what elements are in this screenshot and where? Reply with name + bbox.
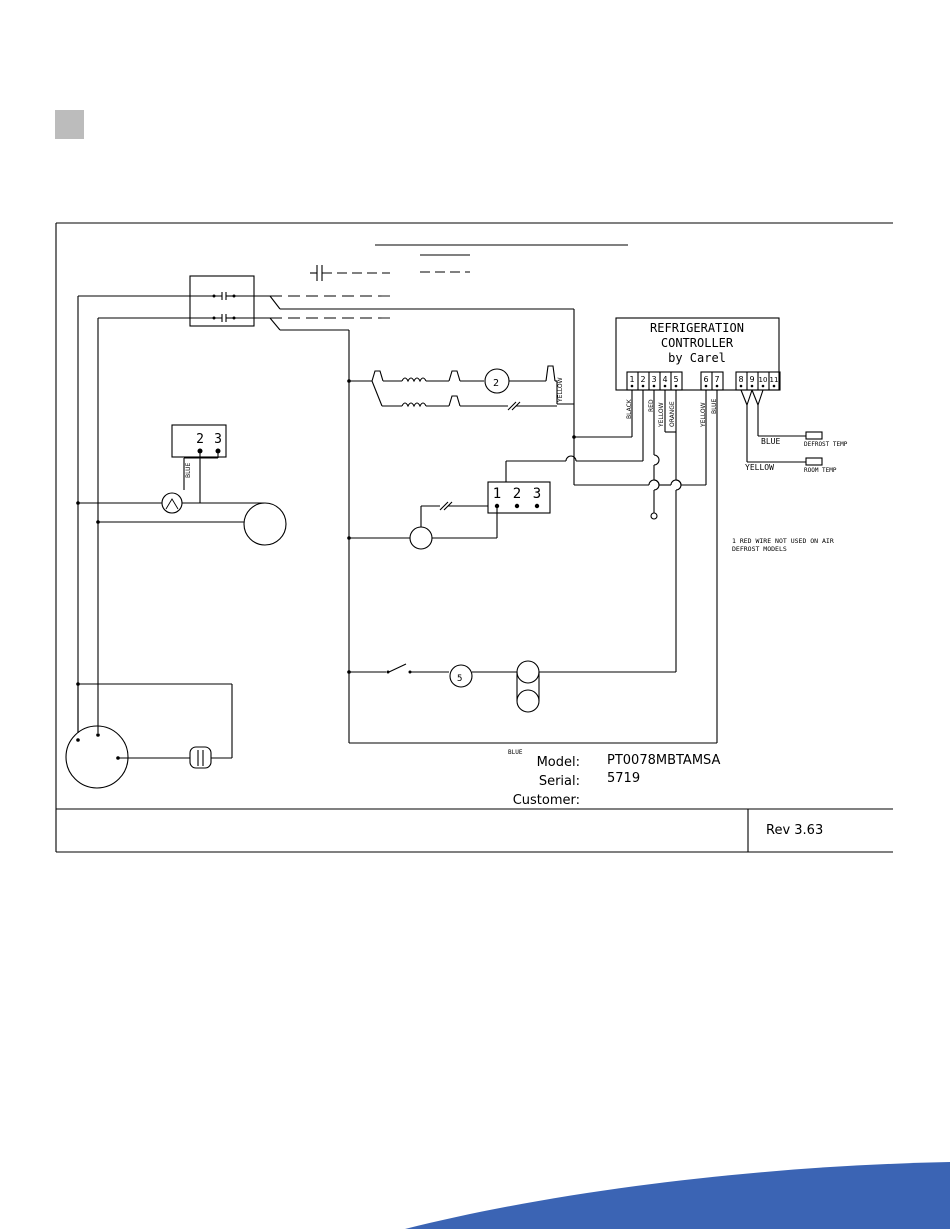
customer-label: Customer: <box>513 793 580 808</box>
terminal-9: 9 <box>749 375 754 384</box>
terminal-2: 2 <box>640 375 645 384</box>
serial-value: 5719 <box>607 771 640 786</box>
note-line2: DEFROST MODELS <box>732 545 787 553</box>
defrost-heater-row: 2 <box>347 366 574 410</box>
terminal-8: 8 <box>738 375 743 384</box>
svg-text:5: 5 <box>457 674 462 684</box>
mid-block-terminal-3: 3 <box>533 486 541 502</box>
wire-label-yellow-3: YELLOW <box>658 402 665 428</box>
model-value: PT0078MBTAMSA <box>607 753 721 768</box>
terminal-10: 10 <box>759 376 768 384</box>
power-plug <box>66 684 232 788</box>
light-circuit: 5 <box>347 661 676 712</box>
brand-swoosh <box>405 1162 950 1229</box>
contactor-box <box>78 276 574 330</box>
wire-label-red: RED <box>648 399 655 412</box>
terminal-4: 4 <box>662 375 667 384</box>
mid-block-terminal-2: 2 <box>513 486 521 502</box>
probe-wire-blue: BLUE <box>761 437 780 446</box>
note-line1: 1 RED WIRE NOT USED ON AIR <box>732 537 834 545</box>
mid-terminal-block: 1 2 3 <box>347 482 550 549</box>
refrigeration-controller: REFRIGERATION CONTROLLER by Carel 1 2 3 … <box>616 318 780 390</box>
wire-label-blue-7: BLUE <box>711 398 718 414</box>
wire-label-black: BLACK <box>626 398 633 419</box>
left-block-terminal-3: 3 <box>214 432 222 447</box>
wire-label-blue-bottom: BLUE <box>508 749 523 756</box>
left-terminal-block: 2 3 <box>78 425 286 545</box>
terminal-6: 6 <box>703 375 708 384</box>
svg-text:2: 2 <box>493 378 499 389</box>
wire-label-yellow-6: YELLOW <box>700 402 707 428</box>
controller-title-line2: CONTROLLER <box>661 336 734 350</box>
revision-label: Rev 3.63 <box>766 823 823 838</box>
probe-wire-yellow: YELLOW <box>745 463 774 472</box>
terminal-11: 11 <box>770 376 779 384</box>
room-temp-label: ROOM TEMP <box>804 467 837 474</box>
legend <box>310 245 628 281</box>
left-block-terminal-2: 2 <box>196 432 204 447</box>
defrost-temp-label: DEFROST TEMP <box>804 441 848 448</box>
wire-label-yellow-top: YELLOW <box>557 377 564 403</box>
terminal-1: 1 <box>629 375 634 384</box>
mid-block-terminal-1: 1 <box>493 486 501 502</box>
terminal-5: 5 <box>673 375 678 384</box>
controller-wires <box>506 390 822 672</box>
wire-label-blue-left: BLUE <box>185 462 192 478</box>
section-marker-square <box>55 110 84 139</box>
terminal-3: 3 <box>651 375 656 384</box>
model-label: Model: <box>537 755 580 770</box>
controller-title-line1: REFRIGERATION <box>650 321 744 335</box>
title-block: Model: PT0078MBTAMSA Serial: 5719 Custom… <box>513 753 824 838</box>
controller-title-line3: by Carel <box>668 351 726 365</box>
terminal-7: 7 <box>714 375 719 384</box>
serial-label: Serial: <box>539 774 580 789</box>
wire-label-orange: ORANGE <box>669 401 676 427</box>
left-buses <box>76 296 100 733</box>
